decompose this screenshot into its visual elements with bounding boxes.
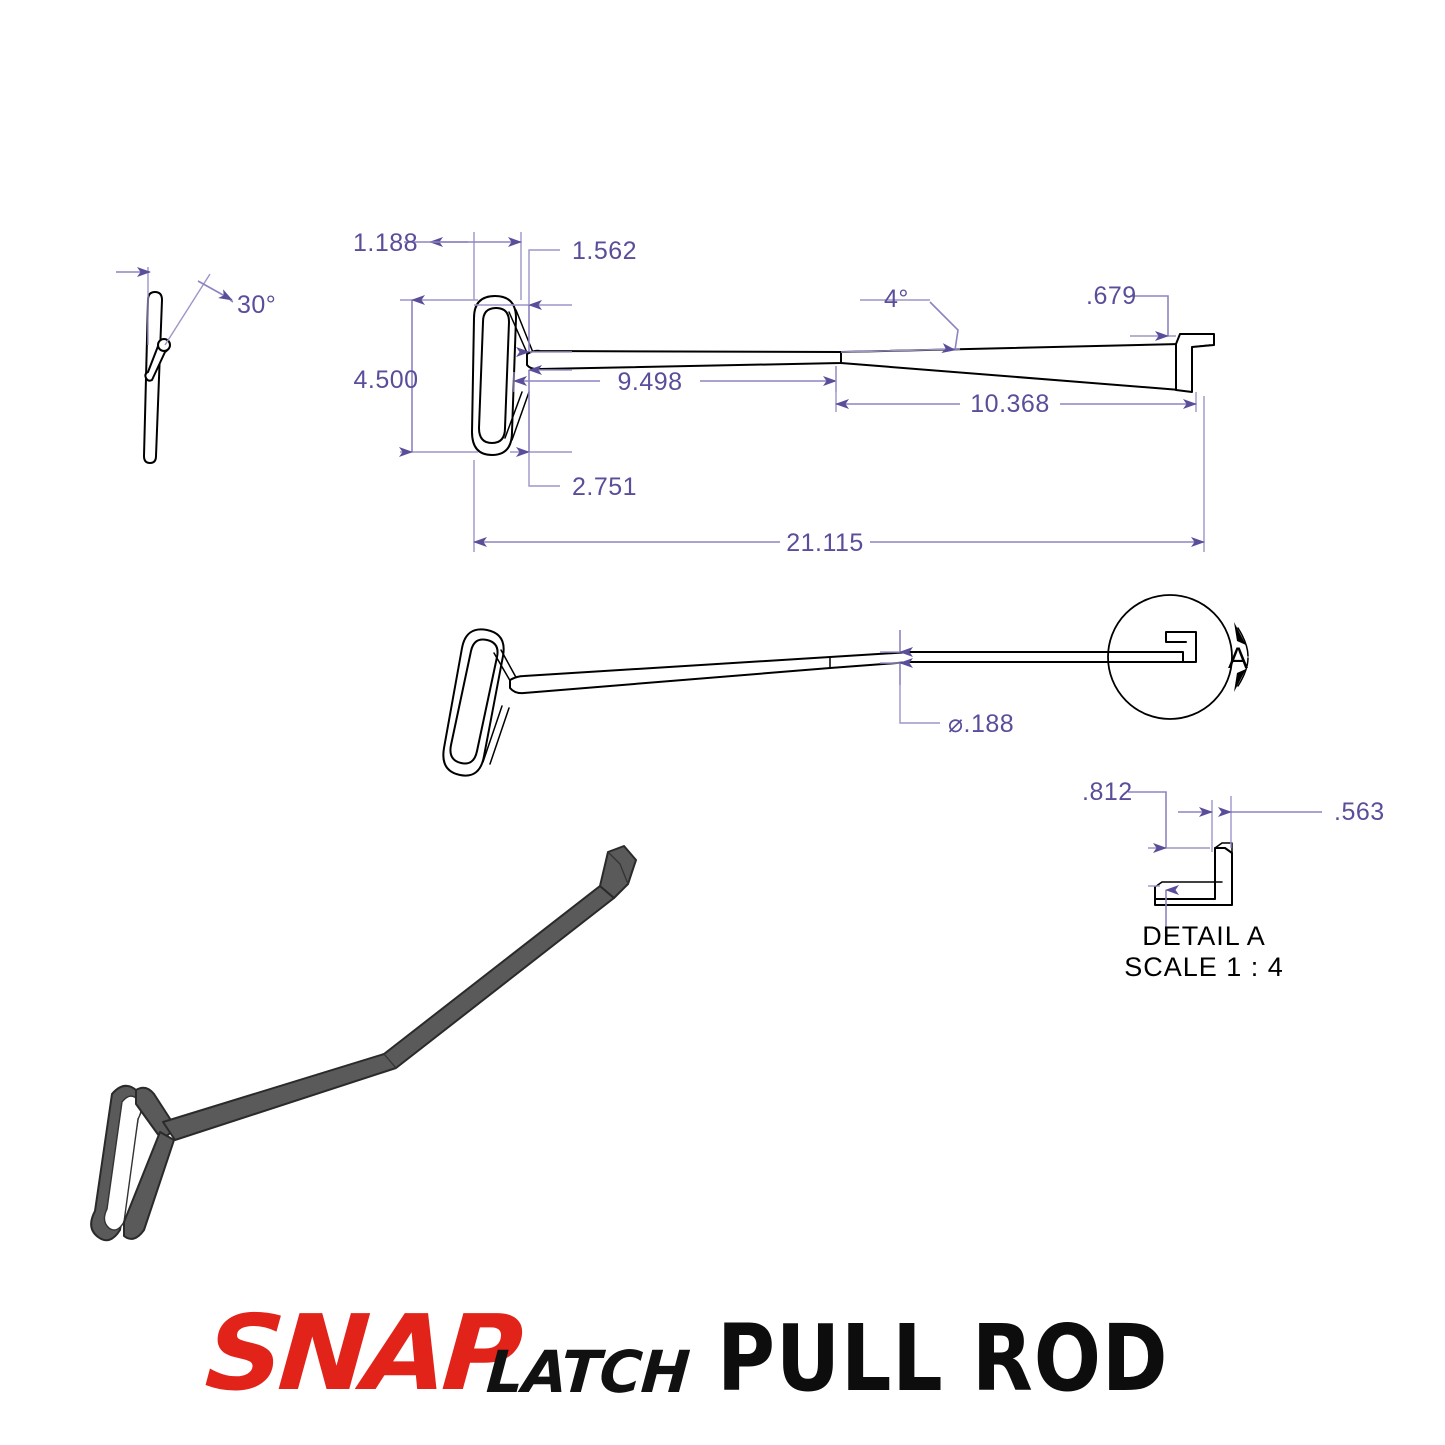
dim-563: .563 [1334, 798, 1385, 826]
mid-view-loop-leg-upper-b [493, 652, 513, 685]
detail-arrow-lower-tail [1237, 657, 1249, 687]
top-view-dimensions: 1.188 1.562 4.500 2.751 9.498 [353, 229, 1205, 557]
dimleader-dia [899, 685, 940, 724]
product-name-text: PULL ROD [717, 1304, 1169, 1412]
dim-1562: 1.562 [572, 237, 637, 265]
mid-view-handle-inner [449, 638, 499, 765]
top-view-geometry [471, 295, 1215, 456]
top-view-straight-rod [526, 349, 842, 371]
end-view-angle-ref [164, 273, 211, 346]
dim-21115: 21.115 [786, 529, 864, 557]
top-view-hook-tip [1175, 333, 1215, 393]
dim-angle-30: 30° [237, 291, 276, 319]
dimline-812-upper [1128, 791, 1167, 853]
dim-1188: 1.188 [353, 229, 418, 257]
dim-812: .812 [1082, 778, 1133, 806]
iso-rod-bend [383, 1053, 397, 1069]
dim-10368: 10.368 [970, 390, 1049, 418]
detail-a-hook-lip-top [1214, 842, 1233, 854]
dim-2751: 2.751 [572, 473, 637, 501]
dim-679: .679 [1086, 282, 1137, 310]
iso-rod-body [162, 885, 615, 1141]
dim-rod-diameter: ⌀.188 [948, 710, 1014, 738]
iso-hook-tip [599, 845, 637, 899]
ext-4deg-ref [840, 348, 961, 353]
detail-marker-letter-a: A [1228, 642, 1248, 675]
detail-a-hook-base-top [1154, 881, 1223, 888]
mid-view-hook-tip [1165, 631, 1197, 663]
end-view-angle-arrow [197, 280, 233, 301]
detail-a-hook-shape [1154, 847, 1233, 906]
detail-arrow-upper-tail [1237, 627, 1249, 657]
dimline-679 [1130, 295, 1169, 341]
detail-circle-a [1107, 594, 1233, 720]
mid-view-loop-leg-upper [500, 649, 519, 682]
dim-4500: 4.500 [353, 366, 418, 394]
mid-view-rod [509, 651, 1191, 695]
dimleader-4deg [929, 301, 959, 354]
mid-view-geometry: A ⌀.188 [442, 594, 1249, 777]
iso-hook-tip-edge [607, 851, 629, 885]
top-view-handle-inner [478, 307, 510, 444]
iso-loop-leg-lower [123, 1131, 175, 1240]
detail-a-scale: SCALE 1 : 4 [1124, 952, 1284, 982]
isometric-view [90, 845, 637, 1242]
logo-snap-text: SNAP [201, 1291, 522, 1414]
detail-a-geometry: .812 .563 DETAIL A SCALE 1 : 4 [1082, 778, 1385, 982]
mid-view-loop-leg-lower [482, 705, 503, 763]
dimleader-1562 [528, 249, 560, 305]
top-view-loop-lower-leg-b [511, 391, 530, 441]
dim-9498: 9.498 [617, 368, 682, 396]
end-view-left: 30° [116, 267, 276, 464]
detail-arrow-lower-head [1234, 669, 1246, 692]
detail-a-title: DETAIL A [1142, 921, 1266, 951]
dimleader-2751 [528, 452, 560, 487]
dim-4deg: 4° [884, 285, 909, 313]
end-view-angle-leader [229, 299, 234, 303]
logo-latch-text: LATCH [484, 1338, 692, 1407]
detail-arrow-upper-head [1234, 622, 1246, 645]
mid-view-loop-leg-lower-b [489, 707, 510, 765]
top-view-hook-inner-edge [1191, 344, 1211, 348]
